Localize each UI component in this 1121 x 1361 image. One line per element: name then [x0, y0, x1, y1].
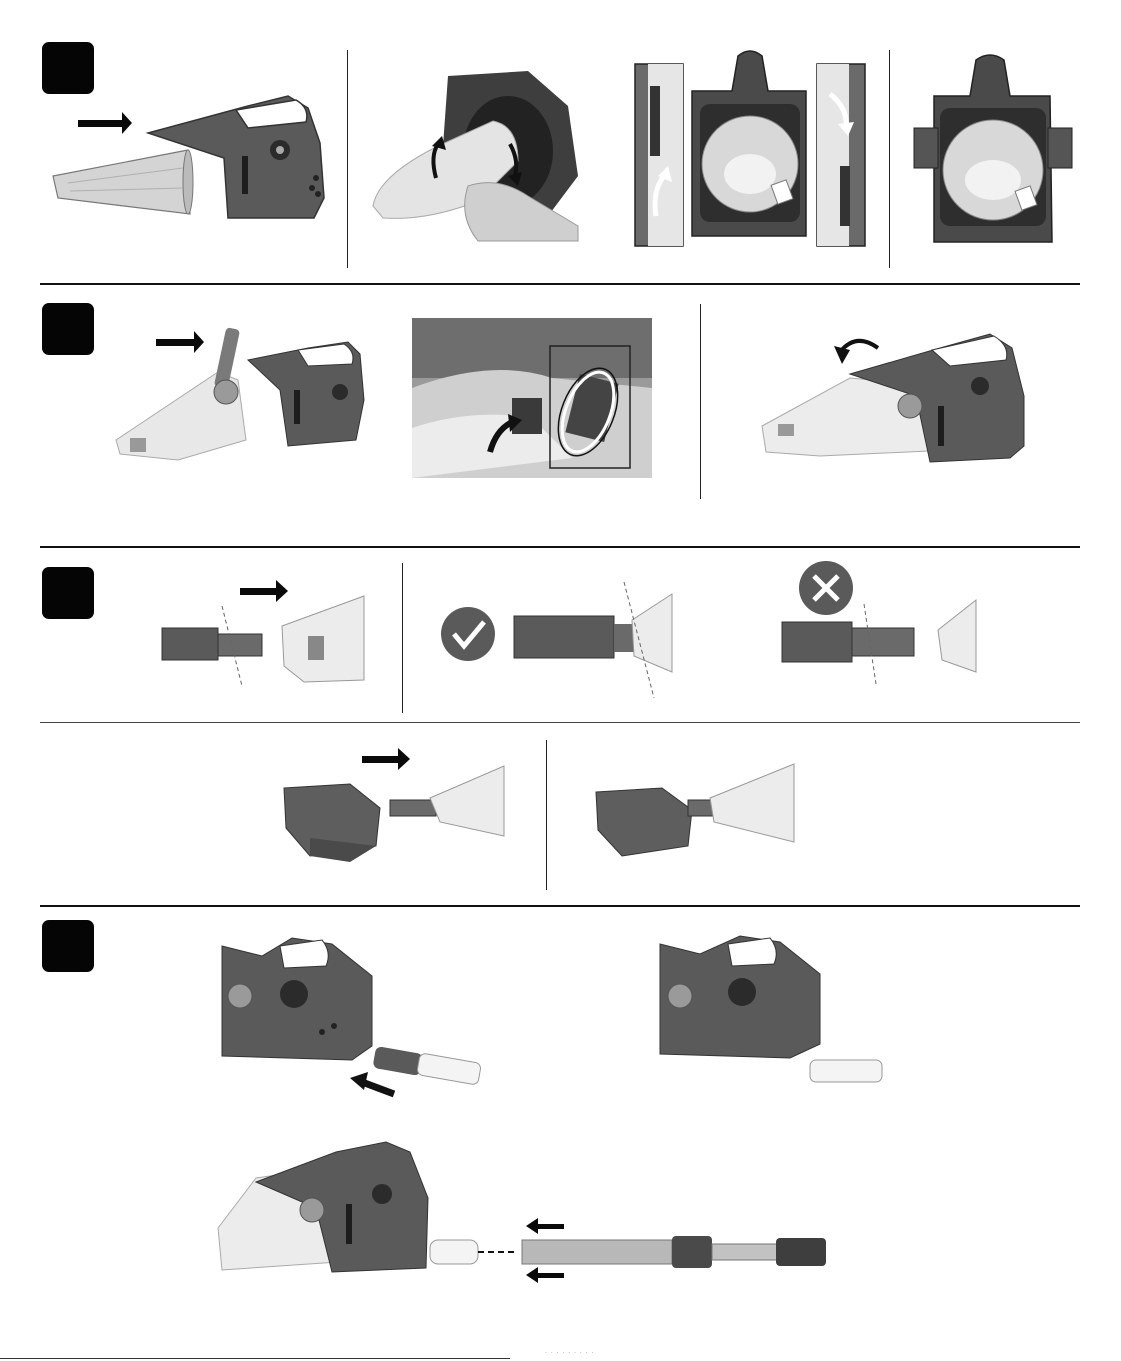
step-3-badge [42, 567, 94, 619]
adapter-part [162, 606, 262, 686]
panel-attach-brush-head [280, 748, 510, 868]
left-arrow-icon [526, 1267, 564, 1283]
vacuum-top-view [692, 51, 806, 236]
pole-adapter [372, 1046, 481, 1085]
separator-2a [700, 304, 701, 499]
nozzle-clear [282, 596, 364, 682]
telescopic-pole [522, 1236, 826, 1268]
nozzle-clear [938, 600, 976, 672]
divider-2 [40, 546, 1080, 548]
separator-1b [889, 50, 890, 268]
pole-adapter [810, 1060, 882, 1082]
panel-pole-adapter-inserted [660, 934, 890, 1094]
panel-incorrect-alignment [780, 560, 980, 690]
panel-attach-nozzle [108, 320, 368, 465]
divider-4 [40, 905, 1080, 907]
panel-correct-alignment [440, 580, 675, 700]
step-2-badge [42, 303, 94, 355]
nozzle-clear [710, 764, 794, 842]
divider-3 [40, 722, 1080, 723]
footer-text: · · · · · · · · · [545, 1350, 594, 1357]
panel-fold-filter-edges [634, 46, 866, 248]
step-1-badge [42, 42, 94, 94]
panel-attach-adapter [160, 576, 370, 686]
brush-head [596, 788, 716, 856]
step-4-badge [42, 920, 94, 972]
separator-3a [402, 563, 403, 713]
right-arrow-icon [156, 331, 204, 353]
brush-head [284, 784, 436, 862]
right-arrow-icon [78, 112, 132, 134]
panel-twist-filter-bag [368, 66, 583, 241]
vacuum-body [218, 1142, 478, 1272]
adapter-part [514, 616, 640, 658]
right-arrow-icon [240, 580, 288, 602]
panel-close-nozzle [760, 326, 1040, 466]
separator-3b [546, 740, 547, 890]
nozzle-clear [116, 327, 246, 460]
panel-filter-installed [912, 52, 1074, 248]
panel-insert-pole-adapter [222, 936, 492, 1100]
panel-insert-filter-bag [48, 88, 338, 238]
right-arrow-icon [362, 748, 410, 770]
nozzle-clear [430, 766, 504, 836]
adapter-part [782, 622, 914, 662]
curved-arrow-icon [834, 341, 878, 364]
panel-hinge-detail [412, 318, 652, 478]
panel-attach-telescopic-pole [216, 1138, 836, 1286]
nozzle-clear [632, 594, 672, 672]
divider-1 [40, 283, 1080, 285]
footer-rule [0, 1358, 510, 1359]
filter-bag [53, 150, 193, 214]
inset-right [817, 64, 865, 246]
diagonal-arrow-icon [350, 1072, 394, 1094]
separator-1a [347, 50, 348, 268]
vacuum-body [248, 342, 364, 446]
vacuum-body [222, 938, 372, 1060]
panel-brush-head-attached [592, 758, 797, 866]
vacuum-top-view [914, 55, 1072, 242]
inset-left [635, 64, 683, 246]
check-icon [441, 607, 495, 661]
vacuum-body [660, 936, 820, 1058]
left-arrow-icon [526, 1218, 564, 1234]
cross-icon [799, 561, 853, 615]
